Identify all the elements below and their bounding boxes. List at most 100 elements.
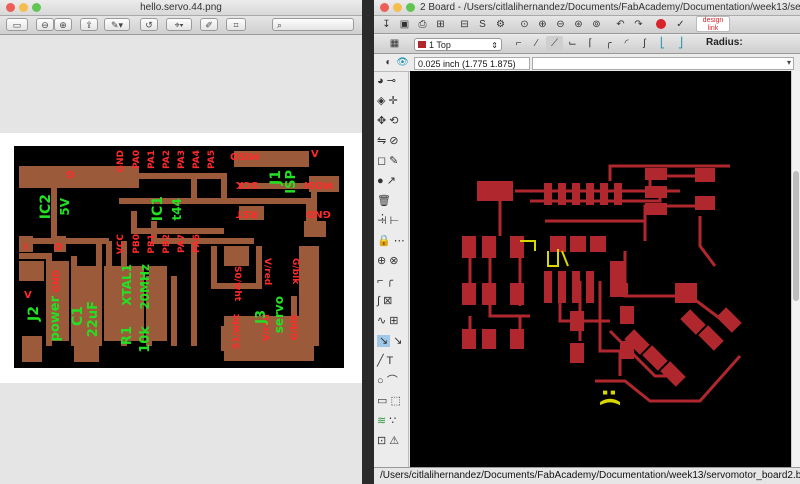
component-label: IC2: [38, 194, 54, 220]
wire-bend-1-icon[interactable]: ∕: [535, 38, 538, 49]
wire-bend-7-icon[interactable]: ʃ: [643, 38, 646, 49]
close-button[interactable]: [380, 3, 389, 12]
wire-bend-2-icon[interactable]: ⟋: [546, 36, 563, 51]
lock-icon[interactable]: 🔒 ⋯: [377, 235, 405, 247]
share-icon[interactable]: ⇪: [80, 18, 98, 31]
pin-label: G/blk: [290, 314, 300, 341]
scroll-thumb[interactable]: [793, 171, 799, 301]
wire-bend-3-icon[interactable]: ⌙: [568, 38, 577, 49]
ulp-icon[interactable]: ⚙: [496, 19, 505, 30]
zoom-out-icon[interactable]: ⊖: [36, 18, 54, 31]
open-icon[interactable]: ↧: [382, 19, 391, 30]
edit-icon[interactable]: ✐: [200, 18, 218, 31]
wire-bend-9-icon[interactable]: ⎦: [678, 38, 683, 49]
wire-icon[interactable]: ╱ T: [377, 355, 394, 367]
zoom-out-icon[interactable]: ⊖: [556, 19, 565, 30]
pin-label: PA6: [192, 234, 202, 253]
component-label: IC1: [150, 196, 166, 222]
preview-titlebar: hello.servo.44.png: [0, 0, 362, 16]
zoom-fit-icon[interactable]: ⊙: [520, 19, 529, 30]
group-icon[interactable]: ● ↗: [377, 175, 396, 187]
pin-label: PB0: [132, 234, 142, 254]
rect-icon[interactable]: ▭ ⬚: [377, 395, 401, 407]
miter-icon[interactable]: ⌐ ╭: [377, 275, 394, 287]
go-icon[interactable]: ✓: [676, 19, 685, 30]
wire-bend-8-icon[interactable]: ⎣: [660, 38, 665, 49]
eagle-board-window: 2 Board - /Users/citlalihernandez/Docume…: [374, 0, 800, 484]
pin-label: PB1: [147, 234, 157, 254]
mark-icon[interactable]: ◈ ✛: [377, 95, 398, 107]
grid-icon[interactable]: ▦: [389, 38, 400, 49]
cam-icon[interactable]: ⊞: [436, 19, 445, 30]
zoom-redraw-icon[interactable]: ⊛: [574, 19, 583, 30]
circle-icon[interactable]: ○ ⌒: [377, 375, 398, 387]
ratsnest-icon[interactable]: ≋ ∵: [377, 415, 397, 427]
tool-palette: ◕ ⊸ ◈ ✛ ✥ ⟲ ⇋ ⊘ ◻ ✎ ● ↗ 🗑 ⋮ ⊣ ⊢ 🔒 ⋯ ⊕ ⊗ …: [374, 72, 409, 468]
command-input[interactable]: ▾: [532, 57, 794, 70]
delete-icon[interactable]: 🗑 ⋮: [377, 195, 391, 225]
redo-icon[interactable]: ↷: [634, 19, 643, 30]
add-icon[interactable]: ⊣ ⊢: [377, 215, 400, 227]
zoom-in-icon[interactable]: ⊕: [54, 18, 72, 31]
pin-label: S1/wht: [232, 314, 242, 350]
preview-title: hello.servo.44.png: [140, 2, 222, 13]
window-gap: [362, 0, 374, 484]
info-icon[interactable]: ◐: [385, 57, 392, 68]
layer-select[interactable]: 1 Top ⇕: [414, 38, 502, 51]
board-editor-canvas[interactable]: :(: [410, 71, 792, 467]
crop-icon[interactable]: ⌗: [226, 18, 246, 31]
sidebar-icon[interactable]: ▭: [6, 18, 28, 31]
drc-icon[interactable]: ⊡ ⚠: [377, 435, 400, 447]
component-label: 10k: [138, 326, 153, 353]
zoom-button[interactable]: [406, 3, 415, 12]
display-layers-icon[interactable]: ◕ ⊸: [377, 75, 396, 87]
show-icon[interactable]: 👁: [396, 57, 409, 68]
smash-icon[interactable]: ⊕ ⊗: [377, 255, 399, 267]
close-button[interactable]: [6, 3, 15, 12]
component-label: t44: [170, 198, 184, 221]
zoom-button[interactable]: [32, 3, 41, 12]
component-label: XTAL1: [120, 264, 134, 306]
undo-icon[interactable]: ↶: [616, 19, 625, 30]
wire-bend-4-icon[interactable]: ⌈: [588, 38, 593, 49]
rotate-icon[interactable]: ↺: [140, 18, 158, 31]
markup-icon[interactable]: ⌖▾: [166, 18, 192, 31]
zoom-select-icon[interactable]: ⊚: [592, 19, 601, 30]
annotate-icon[interactable]: ✎▾: [104, 18, 130, 31]
minimize-button[interactable]: [393, 3, 402, 12]
wire-bend-5-icon[interactable]: ╭: [605, 38, 612, 49]
pin-label: VCC: [116, 234, 126, 255]
schematic-icon[interactable]: ⊟: [460, 19, 469, 30]
script-icon[interactable]: S: [479, 19, 486, 30]
split-icon[interactable]: ∫ ⊠: [377, 295, 393, 307]
pin-label: PA2: [162, 150, 172, 169]
pin-label: SCK: [236, 179, 259, 190]
search-field[interactable]: ⌕: [272, 18, 354, 31]
mirror-icon[interactable]: ⇋ ⊘: [377, 135, 399, 147]
wire-bend-0-icon[interactable]: ⌐: [515, 38, 522, 49]
move-icon[interactable]: ✥ ⟲: [377, 115, 399, 127]
pin-label: PA4: [192, 150, 202, 169]
wire-bend-6-icon[interactable]: ◜: [624, 38, 629, 49]
chevron-down-icon: ▾: [786, 58, 791, 67]
component-label: power: [48, 296, 63, 342]
print-icon[interactable]: ⎙: [418, 19, 427, 30]
minimize-button[interactable]: [19, 3, 28, 12]
pin-label: PA1: [147, 150, 157, 169]
pin-label: MISO: [230, 150, 260, 161]
optimize-icon[interactable]: ∿ ⊞: [377, 315, 399, 327]
pin-label: G/blk: [290, 258, 300, 285]
smiley-annotation: :(: [596, 388, 622, 407]
component-label: J2: [26, 306, 42, 321]
vertical-scrollbar[interactable]: [791, 71, 800, 467]
stop-icon[interactable]: [652, 17, 669, 32]
zoom-in-icon[interactable]: ⊕: [538, 19, 547, 30]
pin-label: V/red: [262, 258, 272, 286]
route-icon[interactable]: ↘ ↘: [377, 335, 403, 347]
save-icon[interactable]: ▣: [399, 19, 410, 30]
rotate-icon[interactable]: ◻ ✎: [377, 155, 399, 167]
chevron-down-icon: ⇕: [491, 41, 498, 50]
layer-select-value: 1 Top: [429, 40, 451, 50]
